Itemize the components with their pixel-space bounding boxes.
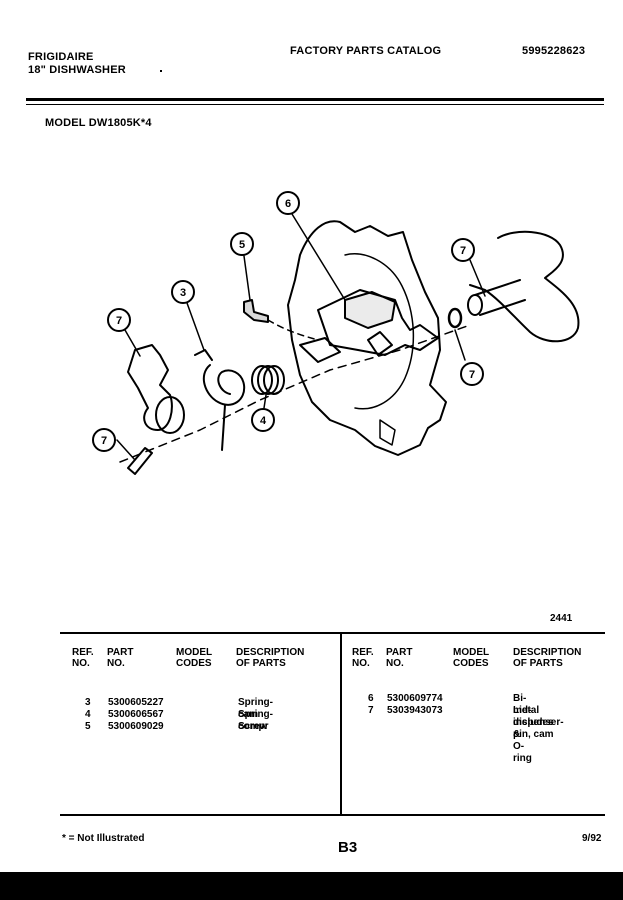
dispenser-housing-outline [287, 220, 447, 456]
compression-spring-1 [251, 365, 273, 395]
callout-7-left: 7 [116, 315, 122, 327]
table-top-rule [60, 632, 605, 634]
revision-date: 9/92 [582, 833, 602, 844]
exploded-parts-diagram: 6 5 3 7 4 7 7 7 [92, 191, 580, 475]
leader-7-left [124, 329, 141, 357]
catalog-title: FACTORY PARTS CATALOG [290, 45, 442, 57]
model-label: MODEL DW1805K*4 [45, 117, 152, 129]
table-row-ref: 3 [85, 697, 91, 708]
leader-7-lid [469, 259, 486, 297]
header-rule-thin [26, 104, 604, 105]
table-row-desc: Spring-cam [238, 697, 273, 720]
callout-5: 5 [239, 239, 245, 251]
table-row-desc: Spring-compr [238, 709, 273, 732]
assembly-axis [119, 324, 471, 463]
table-row-ref: 4 [85, 709, 91, 720]
bimetal-bracket [317, 289, 439, 356]
right-header-ref: REF.NO. [352, 647, 374, 669]
table-row-desc: Lid-dispenser- [513, 705, 564, 728]
dispenser-lid [469, 230, 580, 343]
leader-6 [291, 213, 346, 301]
callout-3: 3 [180, 287, 186, 299]
pin [127, 447, 153, 475]
compression-spring-2 [257, 365, 279, 395]
callout-circle-7-oring [460, 362, 484, 386]
callout-7-bottom: 7 [101, 435, 107, 447]
table-row-ref: 7 [368, 705, 374, 716]
product-name: 18" DISHWASHER [28, 64, 126, 76]
left-header-ref: REF.NO. [72, 647, 94, 669]
callout-circle-7-bottom [92, 428, 116, 452]
brand-name: FRIGIDAIRE [28, 51, 94, 63]
housing-inner-arc [344, 253, 415, 410]
figure-number: 2441 [550, 613, 573, 624]
callout-circle-4 [251, 408, 275, 432]
bimetal-block [344, 291, 396, 329]
leader-3 [186, 302, 205, 351]
table-row-desc: Bi-metal [513, 693, 540, 716]
table-row-desc: Screw [238, 721, 268, 732]
bimetal-lower [299, 337, 341, 363]
housing-lower-cut [379, 419, 396, 446]
screw [243, 299, 269, 323]
callout-7-lid: 7 [460, 245, 466, 257]
speck-mark [160, 70, 162, 72]
lid-pin-end [467, 294, 483, 316]
cam-wheel [155, 396, 185, 434]
callout-circle-7-lid [451, 238, 475, 262]
table-row-part: 5300609774 [387, 693, 443, 704]
cam-part [127, 344, 173, 431]
callout-4: 4 [260, 415, 267, 427]
callout-circle-7-left [107, 308, 131, 332]
table-row-ref: 5 [85, 721, 91, 732]
catalog-number: 5995228623 [522, 45, 586, 57]
leader-7-oring [454, 329, 466, 361]
footnote: * = Not Illustrated [62, 833, 145, 844]
callout-7-oring: 7 [469, 369, 475, 381]
callout-circle-6 [276, 191, 300, 215]
table-row-desc: includes pin, cam [513, 717, 554, 740]
table-bottom-rule [60, 814, 605, 816]
scan-bottom-border [0, 872, 623, 900]
leader-5 [243, 255, 251, 301]
leader-4 [263, 394, 267, 409]
callout-circle-5 [230, 232, 254, 256]
lid-pin [474, 279, 526, 316]
table-row-part: 5303943073 [387, 705, 443, 716]
cam-spring [194, 349, 246, 451]
table-row-part: 5300605227 [108, 697, 164, 708]
bimetal-tab [367, 331, 393, 356]
o-ring [447, 307, 463, 329]
table-row-part: 5300609029 [108, 721, 164, 732]
screw-axis [267, 319, 319, 341]
page-number: B3 [338, 839, 358, 856]
table-row-part: 5300606567 [108, 709, 164, 720]
table-row-desc: & O-ring [513, 729, 532, 764]
table-divider [340, 632, 342, 814]
table-row-ref: 6 [368, 693, 374, 704]
callout-circle-3 [171, 280, 195, 304]
callout-6: 6 [285, 198, 291, 210]
leader-7-bottom [116, 439, 136, 461]
header-rule-thick [26, 98, 604, 101]
